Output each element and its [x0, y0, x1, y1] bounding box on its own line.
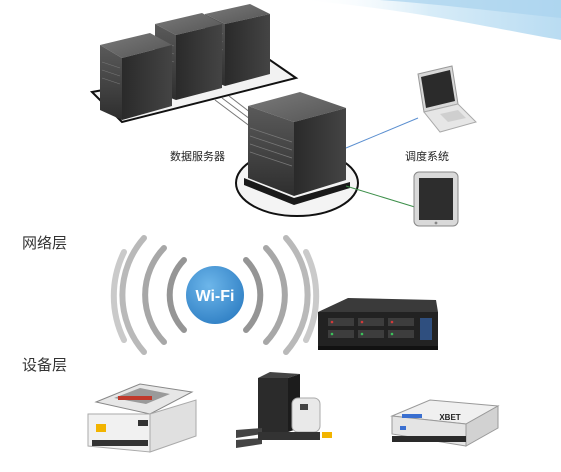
link-to-tablet: [345, 185, 419, 209]
network-layer-label: 网络层: [22, 234, 68, 252]
main-server: [244, 92, 350, 205]
top-wave-decoration-2: [380, 0, 561, 18]
server-tower: [100, 33, 172, 120]
agv-brand-label: XBET: [439, 413, 460, 422]
laptop-icon: [417, 65, 477, 133]
agv-xbet-icon: [390, 399, 500, 447]
agv-forklift-icon: [236, 372, 332, 448]
tablet-icon: [413, 171, 459, 227]
wifi-label: Wi-Fi: [196, 288, 235, 305]
dispatch-system-label: 调度系统: [405, 150, 449, 163]
device-layer-label: 设备层: [22, 356, 68, 374]
agv-lifting-icon: [87, 383, 197, 453]
wifi-signal-icon: [110, 235, 320, 355]
network-router: [318, 298, 438, 350]
link-to-laptop: [345, 117, 419, 149]
server-cluster: [100, 4, 270, 120]
data-server-label: 数据服务器: [170, 150, 225, 163]
wifi-badge: [184, 264, 246, 326]
